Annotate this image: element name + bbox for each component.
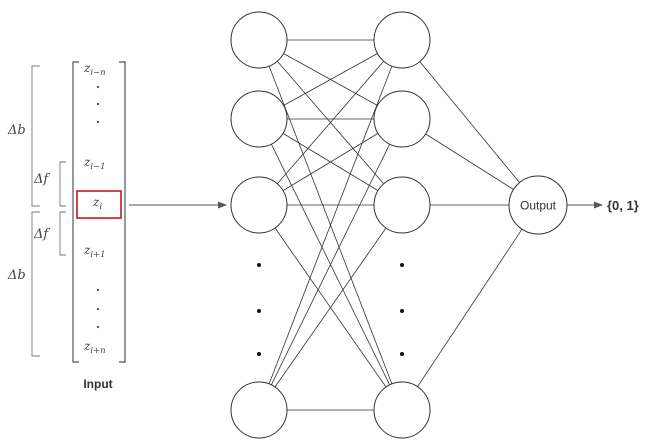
edge-h1-4-h2-1	[268, 65, 393, 385]
neuron-h1-4	[230, 381, 288, 439]
label-delta-b-bottom: Δb	[7, 268, 26, 283]
input-z-i-plus-n: zi+n	[83, 339, 106, 356]
hidden-layer-2	[373, 11, 431, 439]
edge-h1-4-h2-3	[274, 227, 387, 388]
brace-delta-f-top	[59, 161, 66, 207]
bracket-left	[72, 61, 79, 363]
hidden-layer-connections	[268, 39, 393, 411]
input-z-i-minus-1: zi−1	[83, 155, 106, 172]
current-sample-highlight	[76, 190, 122, 219]
label-delta-b-top: Δb	[7, 123, 26, 138]
edge-h1-2-h2-1	[283, 53, 378, 106]
neuron-h1-1	[230, 11, 288, 69]
edge-h2-1-output	[419, 61, 520, 183]
neuron-h1-2	[230, 90, 288, 148]
brace-delta-b-bottom	[31, 211, 40, 357]
ellipsis-dot	[96, 85, 100, 89]
label-delta-f-bottom: Δf	[33, 227, 50, 242]
input-ellipsis-bottom	[96, 288, 100, 329]
neuron-h2-3	[373, 176, 431, 234]
ellipsis-dot	[96, 307, 100, 311]
hidden-layer-1	[230, 11, 288, 439]
edge-h2-2-output	[425, 133, 514, 190]
input-ellipsis-top	[96, 85, 100, 124]
output-connections	[417, 61, 523, 387]
output-node-label: Output	[520, 199, 557, 213]
ellipsis-dot	[257, 263, 261, 267]
ellipsis-dot	[96, 288, 100, 292]
ellipsis-dot	[96, 120, 100, 124]
input-z-i-plus-1: zi+1	[83, 243, 106, 260]
brace-delta-b-top	[31, 65, 40, 207]
ellipsis-dot	[257, 309, 261, 313]
input-z-i: zi	[92, 195, 102, 212]
brace-delta-f-bottom	[59, 211, 66, 256]
neuron-h2-4	[373, 381, 431, 439]
input-caption: Input	[83, 377, 112, 391]
edge-h1-4-h2-2	[270, 143, 391, 386]
ellipsis-dot	[400, 309, 404, 313]
ellipsis-dot	[96, 325, 100, 329]
edge-h1-3-h2-1	[276, 60, 385, 185]
bracket-right	[119, 61, 126, 363]
input-vector-bracket	[72, 61, 126, 363]
ellipsis-dot	[400, 263, 404, 267]
ellipsis-dot	[96, 102, 100, 106]
neuron-h2-2	[373, 90, 431, 148]
output-set-label: {0, 1}	[607, 198, 639, 213]
hidden-layer-2-ellipsis	[400, 263, 404, 356]
edge-h2-4-output	[417, 228, 523, 387]
input-z-i-minus-n: zi−n	[83, 61, 106, 78]
ellipsis-dot	[257, 352, 261, 356]
neuron-h2-1	[373, 11, 431, 69]
neuron-h1-3	[230, 176, 288, 234]
hidden-layer-1-ellipsis	[257, 263, 261, 356]
ellipsis-dot	[400, 352, 404, 356]
label-delta-f-top: Δf	[33, 172, 50, 187]
delta-braces	[31, 65, 66, 357]
